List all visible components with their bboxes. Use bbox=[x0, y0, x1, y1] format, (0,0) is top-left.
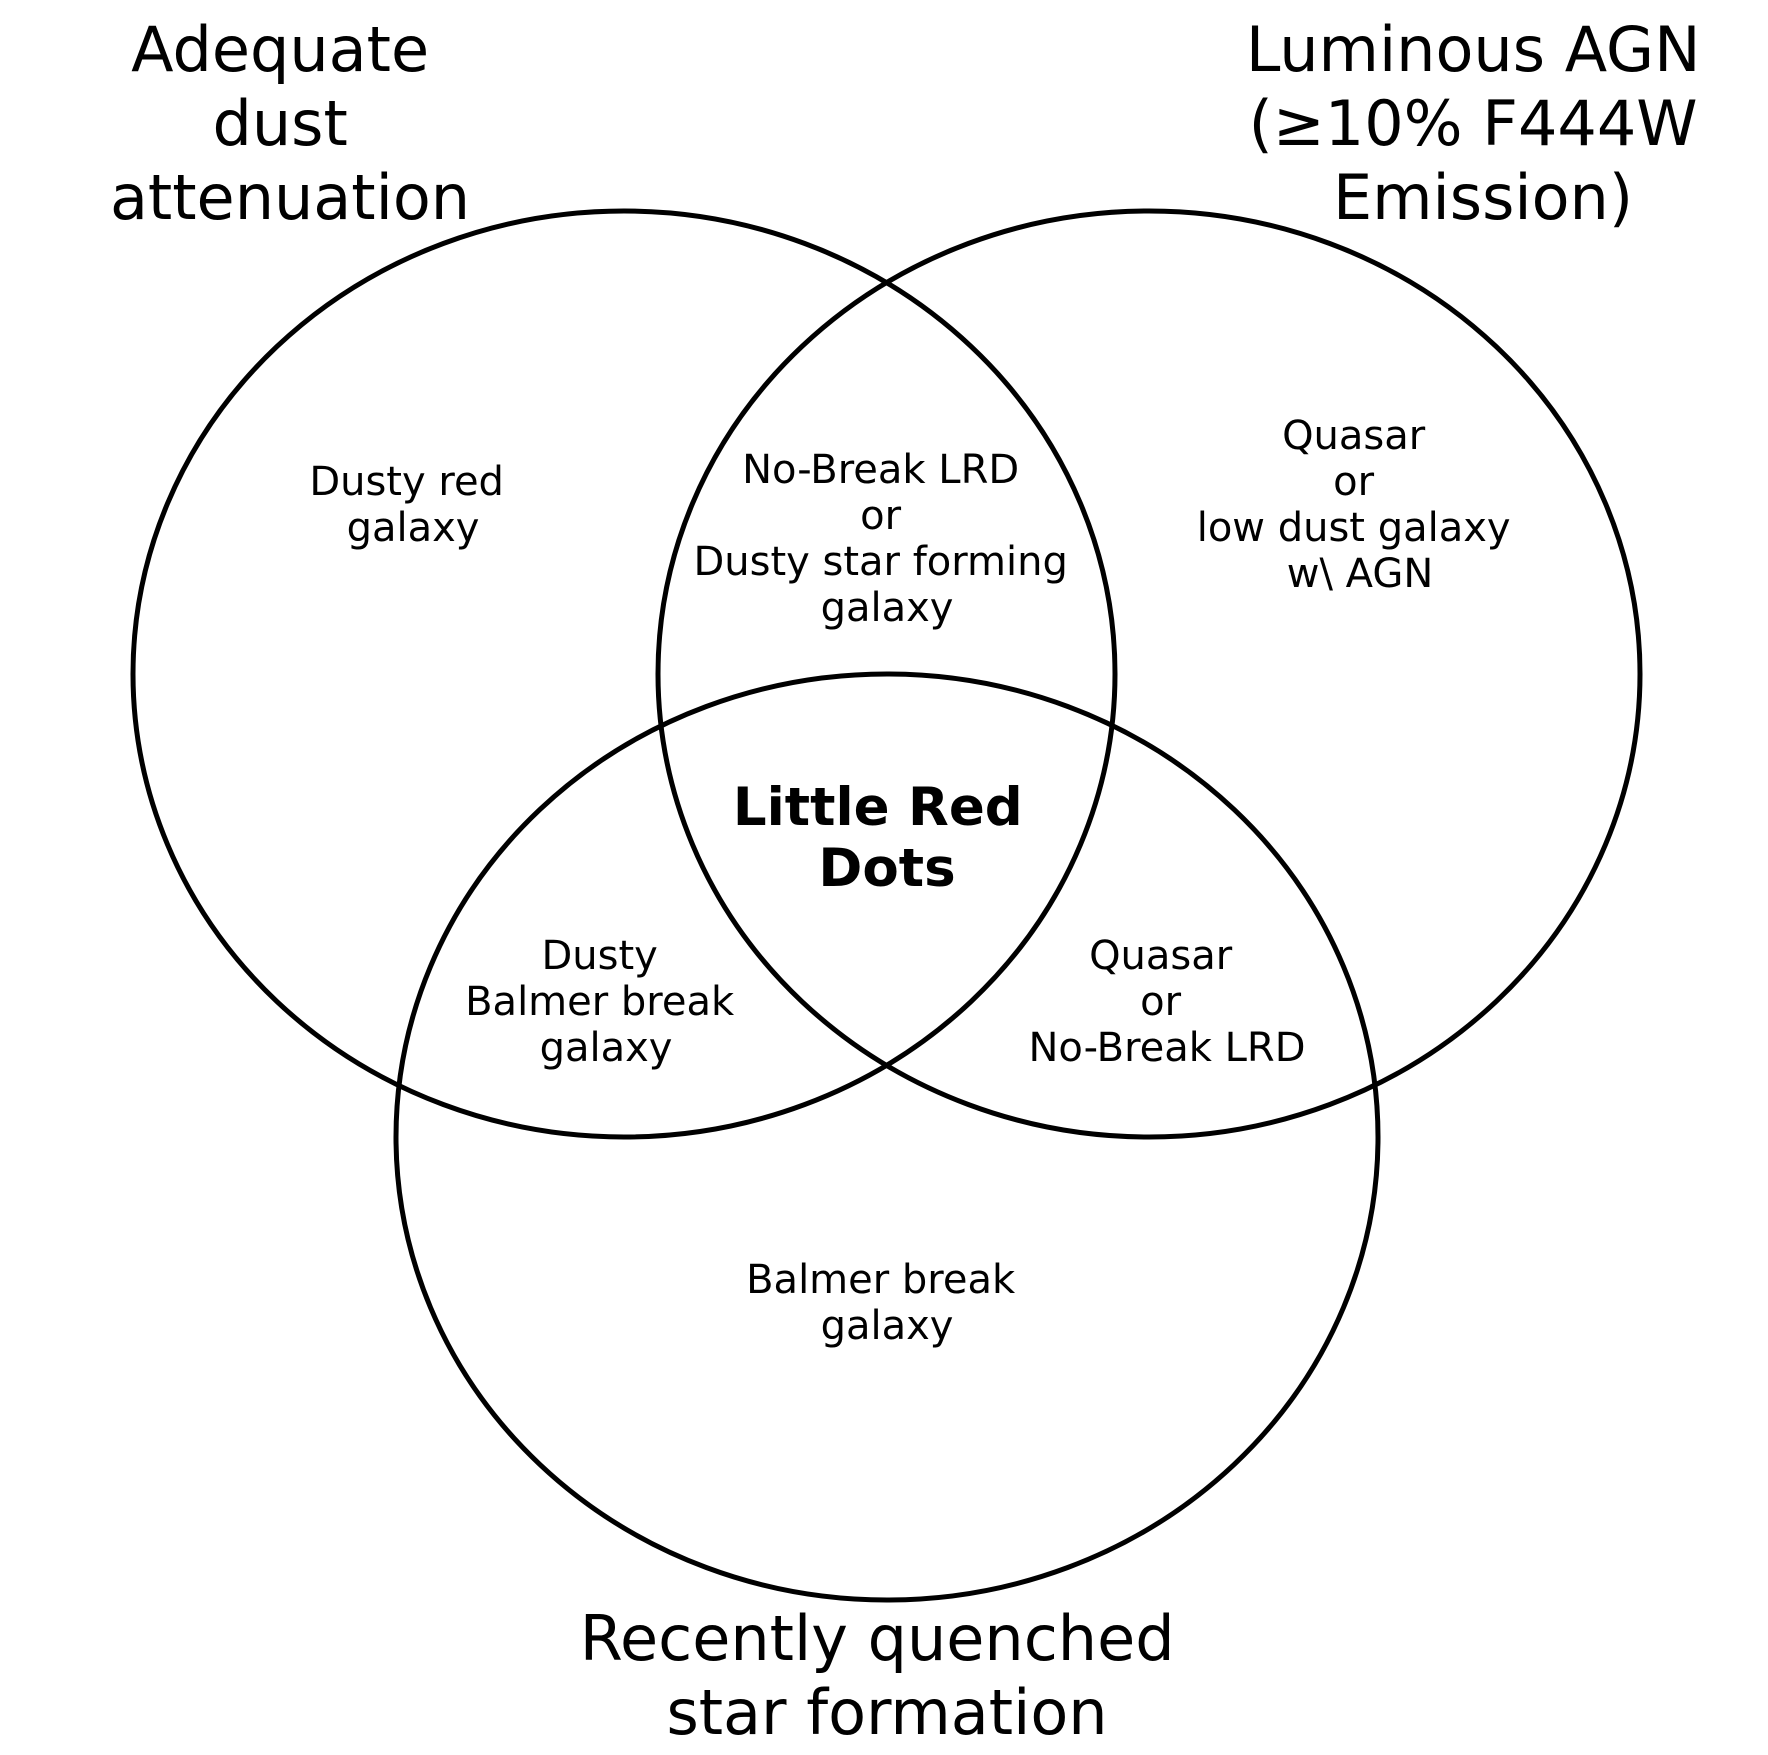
circle-dust-attenuation bbox=[130, 208, 1118, 1140]
set-label-agn: Luminous AGN (≥10% F444W Emission) bbox=[1246, 13, 1720, 234]
set-label-quenched: Recently quenched star formation bbox=[580, 1602, 1195, 1749]
set-label-dust: Adequate dust attenuation bbox=[110, 13, 470, 234]
region-label-quenched-only: Balmer break galaxy bbox=[746, 1257, 1028, 1349]
region-label-dust-agn: No-Break LRD or Dusty star forming galax… bbox=[693, 447, 1080, 631]
circle-recently-quenched bbox=[393, 671, 1381, 1603]
region-label-dust-only: Dusty red galaxy bbox=[309, 459, 516, 551]
region-label-little-red-dots: Little Red Dots bbox=[733, 777, 1041, 899]
region-label-agn-quenched: Quasar or No-Break LRD bbox=[1028, 933, 1305, 1071]
region-label-agn-only: Quasar or low dust galaxy w\ AGN bbox=[1197, 413, 1524, 597]
circle-luminous-agn bbox=[655, 208, 1643, 1140]
region-label-dust-quenched: Dusty Balmer break galaxy bbox=[465, 933, 747, 1071]
